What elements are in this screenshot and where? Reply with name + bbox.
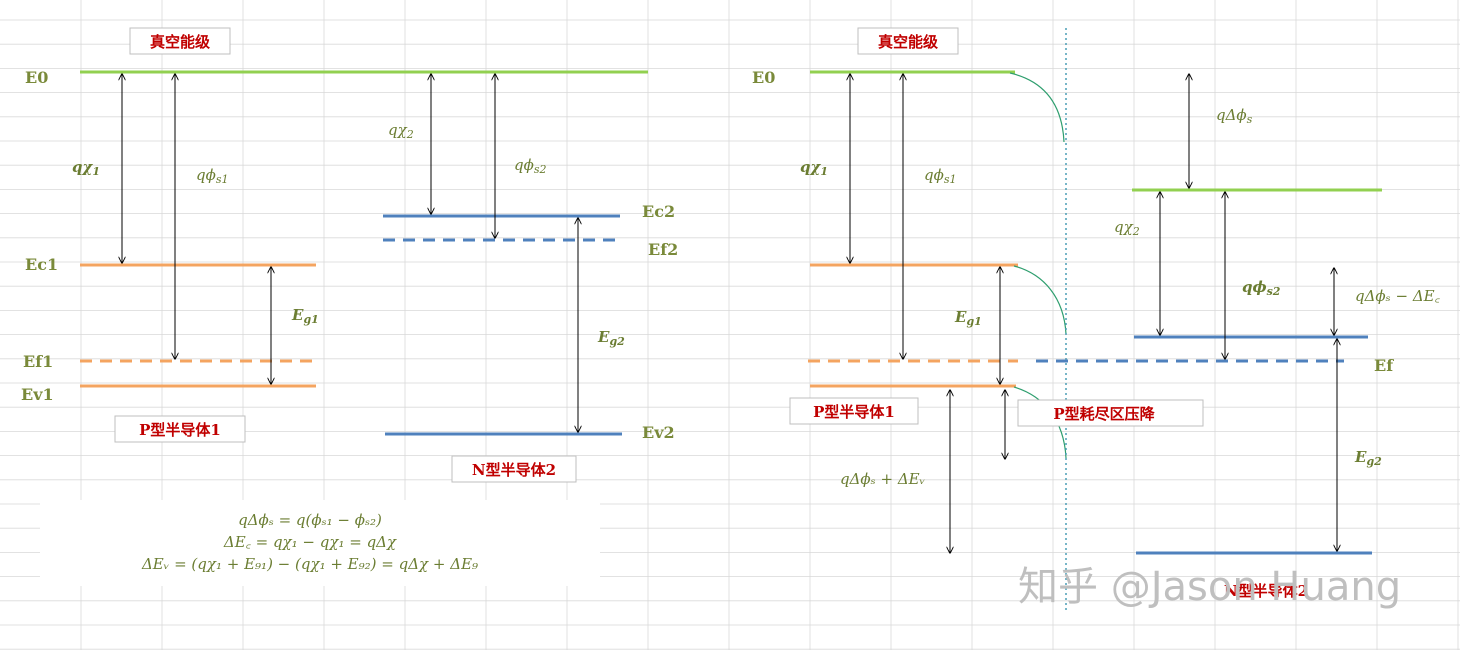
left-Ec1-label: Ec1 xyxy=(25,255,58,274)
right-bending-Ec xyxy=(1013,265,1067,335)
equation-3: ΔEᵥ = (qχ₁ + E₉₁) − (qχ₁ + E₉₂) = qΔχ + … xyxy=(141,555,478,573)
right-Eg2-label: Eg2 xyxy=(1354,448,1382,468)
left-Ef1-label: Ef1 xyxy=(23,352,53,371)
right-p-box xyxy=(789,397,919,425)
right-bending-vacuum xyxy=(1009,72,1065,143)
left-qchi1-label: qχ1 xyxy=(72,158,100,178)
left-vacuum-label: 真空能级 xyxy=(150,33,211,51)
left-Ec2-label: Ec2 xyxy=(642,202,675,221)
right-qdphis-label: qΔϕs xyxy=(1216,106,1253,126)
left-Ev2-label: Ev2 xyxy=(642,423,675,442)
right-Eg1-label: Eg1 xyxy=(954,308,982,328)
left-Eg1-label: Eg1 xyxy=(291,306,319,326)
right-qphis1-label: qϕs1 xyxy=(924,166,956,186)
left-vacuum-box xyxy=(129,27,231,55)
watermark: 知乎 @Jason Huang xyxy=(1018,564,1401,610)
equation-box xyxy=(40,500,600,586)
left-Eg2-label: Eg2 xyxy=(597,328,625,348)
right-n-label: N型半导体2 xyxy=(1224,582,1308,600)
right-depletion-box xyxy=(1017,399,1204,427)
left-qphis2-label: qϕs2 xyxy=(514,156,546,176)
equation-1: qΔϕₛ = q(ϕₛ₁ − ϕₛ₂) xyxy=(238,511,382,529)
left-qchi2-label: qχ2 xyxy=(388,121,414,141)
right-vacuum-label: 真空能级 xyxy=(878,33,939,51)
left-diagram: 真空能级 E0 Ec1 Ef1 Ev1 Ec2 Ef2 Ev2 qχ1 qϕs1… xyxy=(21,27,678,586)
right-p-label: P型半导体1 xyxy=(813,403,895,421)
right-qchi2-label: qχ2 xyxy=(1114,218,1140,238)
left-qphis1-label: qϕs1 xyxy=(196,166,228,186)
right-dEc-label: qΔϕₛ − ΔE꜀ xyxy=(1355,287,1441,305)
right-qphis2-label: qϕs2 xyxy=(1242,278,1281,298)
left-Ef2-label: Ef2 xyxy=(648,240,678,259)
right-E0-label: E0 xyxy=(752,68,775,87)
left-E0-label: E0 xyxy=(25,68,48,87)
right-Ef-label: Ef xyxy=(1374,356,1394,375)
right-qchi1-label: qχ1 xyxy=(800,158,828,178)
right-depletion-label: P型耗尽区压降 xyxy=(1053,405,1155,423)
left-Ev1-label: Ev1 xyxy=(21,385,54,404)
left-p-label: P型半导体1 xyxy=(139,421,221,439)
right-diagram: 真空能级 E0 Ef qχ1 qϕs1 qΔϕs qχ2 xyxy=(752,27,1441,612)
left-p-box xyxy=(114,415,246,443)
left-n-label: N型半导体2 xyxy=(472,461,556,479)
left-n-box xyxy=(451,455,577,483)
right-dEv-label: qΔϕₛ + ΔEᵥ xyxy=(840,470,925,488)
right-vacuum-box xyxy=(857,27,959,55)
equation-2: ΔE꜀ = qχ₁ − qχ₁ = qΔχ xyxy=(223,533,397,551)
